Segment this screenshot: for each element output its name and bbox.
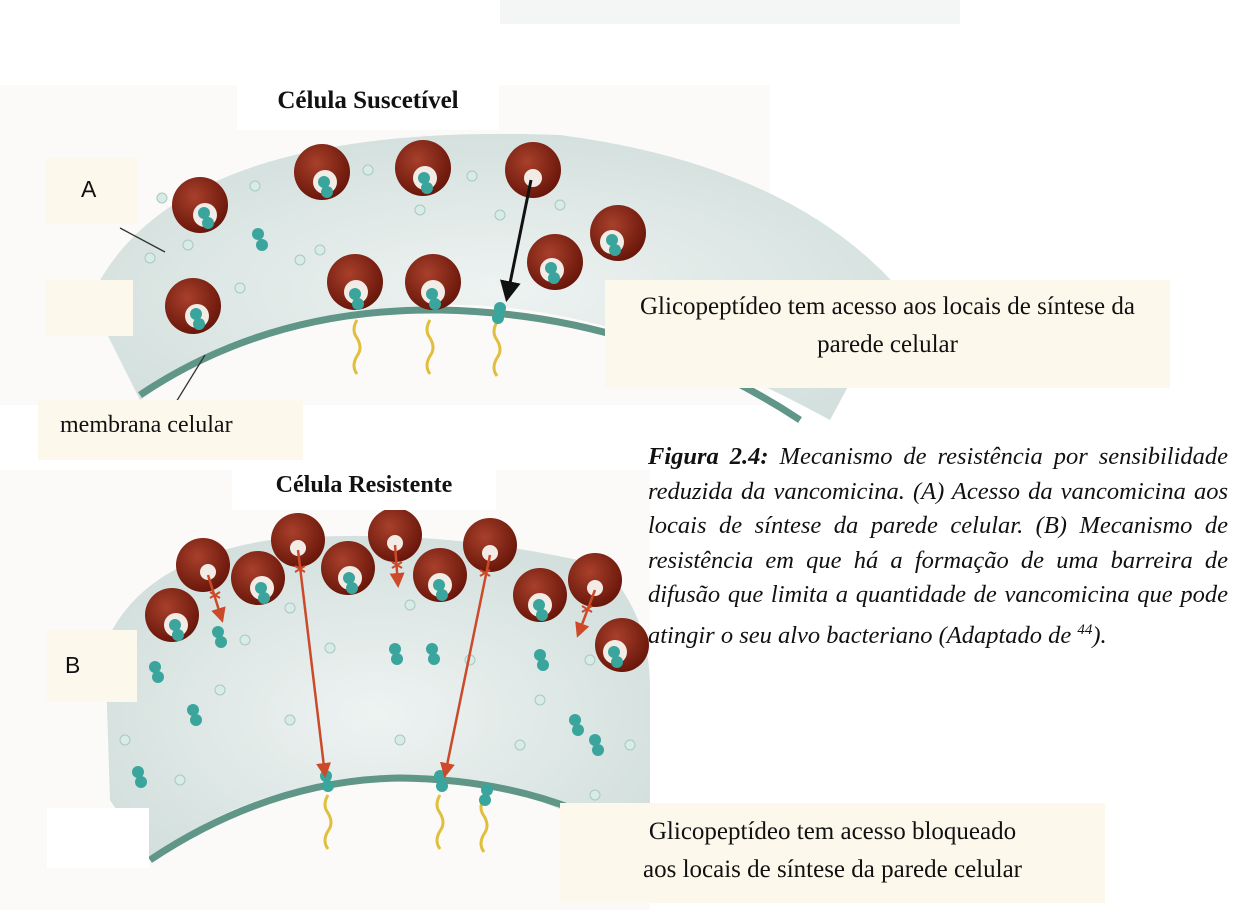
vancomycin-molecule	[405, 254, 461, 310]
panel-b-letter: B	[47, 630, 137, 702]
figure-caption: Figura 2.4: Mecanismo de resistência por…	[648, 440, 1228, 653]
figure-caption-label: Figura 2.4:	[648, 443, 769, 470]
vancomycin-molecule	[294, 144, 350, 200]
vancomycin-molecule	[505, 142, 561, 198]
vancomycin-molecule	[327, 254, 383, 310]
panel-b-outcome: Glicopeptídeo tem acesso bloqueado aos l…	[560, 803, 1105, 903]
vancomycin-molecule	[513, 568, 567, 622]
vancomycin-molecule	[321, 541, 375, 595]
panel-a-letter: A	[45, 158, 138, 224]
background-artifact	[500, 0, 960, 24]
figure-caption-end: ).	[1092, 622, 1106, 649]
vancomycin-molecule	[568, 553, 622, 607]
vancomycin-molecule	[590, 205, 646, 261]
vancomycin-molecule	[395, 140, 451, 196]
vancomycin-molecule	[413, 548, 467, 602]
vancomycin-molecule	[172, 177, 228, 233]
vancomycin-molecule	[463, 518, 517, 572]
panel-a-wall-label-box	[45, 280, 133, 336]
panel-b-outcome-line1: Glicopeptídeo tem acesso bloqueado	[560, 813, 1105, 851]
vancomycin-molecule	[176, 538, 230, 592]
panel-b-title: Célula Resistente	[232, 462, 496, 510]
vancomycin-molecule	[527, 234, 583, 290]
figure-caption-ref: 44	[1077, 622, 1092, 638]
panel-a-title: Célula Suscetível	[237, 80, 499, 130]
vancomycin-molecule	[145, 588, 199, 642]
membrane-label: membrana celular	[38, 400, 303, 460]
vancomycin-molecule	[231, 551, 285, 605]
vancomycin-molecule	[165, 278, 221, 334]
figure-caption-text: Mecanismo de resistência por sensibilida…	[648, 443, 1228, 649]
vancomycin-molecule	[595, 618, 649, 672]
panel-b-blank-box	[47, 808, 149, 868]
panel-b-outcome-line2: aos locais de síntese da parede celular	[560, 851, 1105, 889]
panel-a-outcome: Glicopeptídeo tem acesso aos locais de s…	[605, 280, 1170, 388]
